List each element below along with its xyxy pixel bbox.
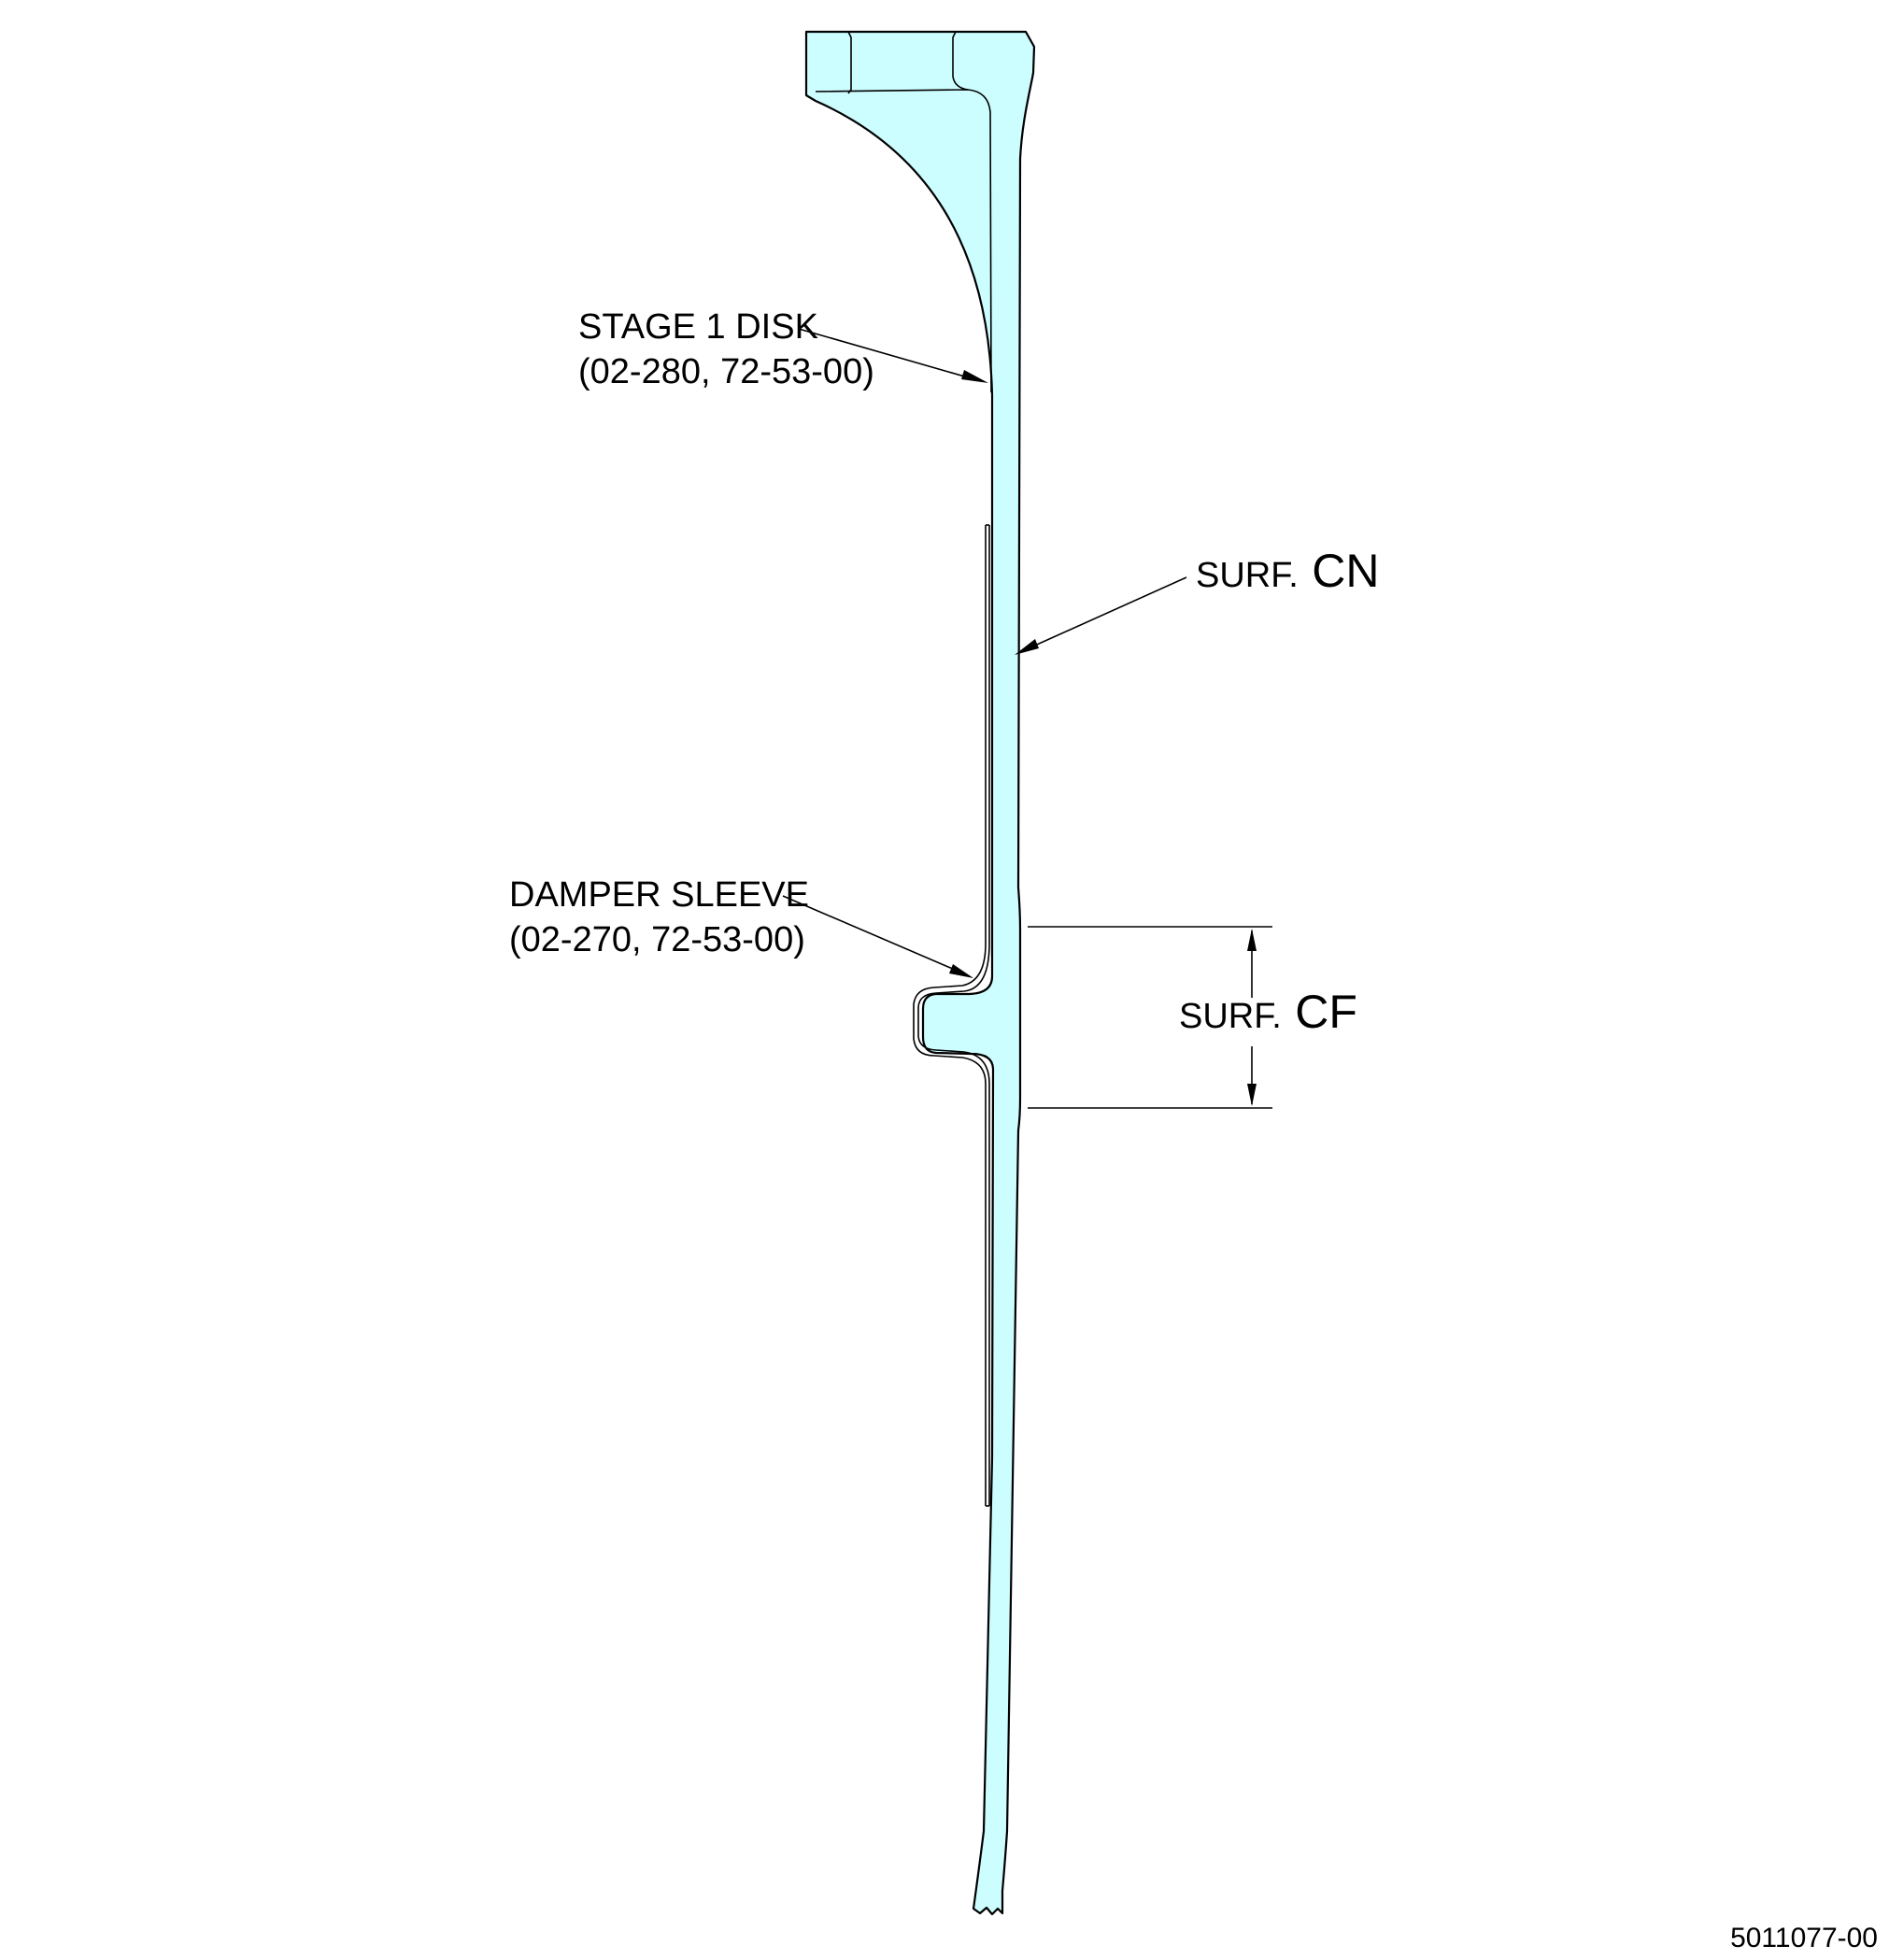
surf-cn-label: SURF. CN <box>1196 545 1379 597</box>
surf-cn-arrowhead <box>1015 639 1039 655</box>
surf-cf-bottom-arrowhead <box>1247 1084 1257 1106</box>
damper-sleeve-label-line1: DAMPER SLEEVE <box>509 875 809 915</box>
figure-number: 5011077-00 <box>1730 1923 1878 1953</box>
stage1-disk-leader <box>798 328 982 382</box>
surf-cn-code: CN <box>1312 545 1379 597</box>
damper-sleeve-label-line2: (02-270, 72-53-00) <box>509 920 805 959</box>
damper-sleeve-leader <box>782 895 969 976</box>
surf-cf-code: CF <box>1295 986 1357 1038</box>
stage1-disk-label-line1: STAGE 1 DISK <box>578 307 818 347</box>
damper-sleeve-arrowhead <box>949 964 973 978</box>
surf-cn-prefix: SURF. <box>1196 556 1299 595</box>
surf-cn-leader <box>1019 576 1187 653</box>
surf-cf-prefix: SURF. <box>1179 997 1282 1036</box>
rim-underside-line <box>815 89 992 393</box>
surf-cf-label: SURF. CF <box>1179 986 1357 1038</box>
damper-sleeve-inner-line <box>917 525 990 1506</box>
stage1-disk-arrowhead <box>961 370 988 383</box>
surf-cf-top-arrowhead <box>1247 929 1257 951</box>
damper-sleeve-upper-line <box>913 525 987 1506</box>
stage1-disk-label-line2: (02-280, 72-53-00) <box>578 352 874 391</box>
stage1-disk-body <box>804 30 1036 1916</box>
